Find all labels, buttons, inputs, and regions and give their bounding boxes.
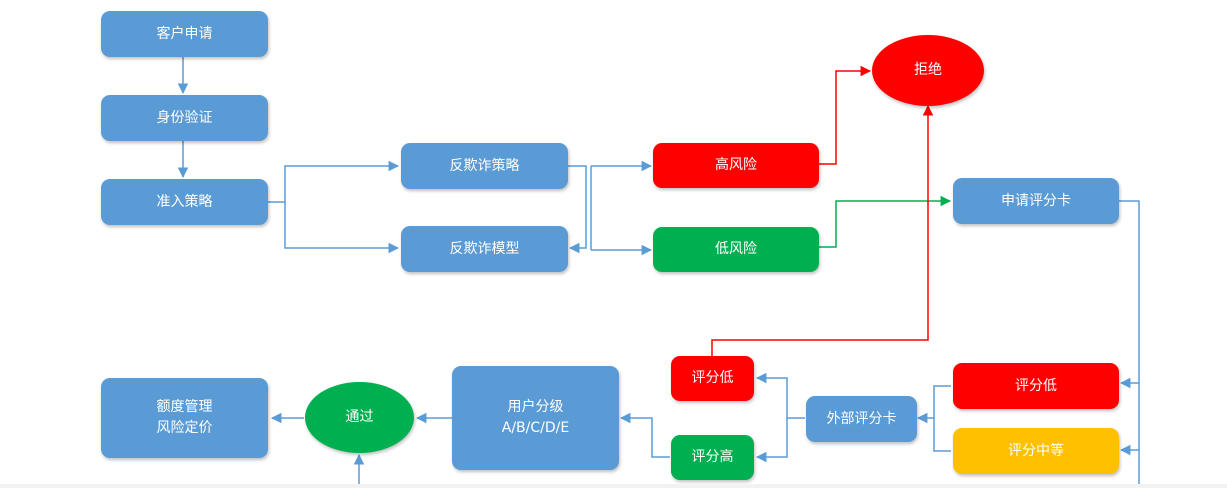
node-external-scorecard: 外部评分卡 [806,396,917,442]
node-label: 拒绝 [914,62,942,78]
node-label: 准入策略 [156,193,213,210]
node-pass: 通过 [305,382,414,453]
node-external-score-medium: 评分中等 [953,428,1119,474]
node-reject: 拒绝 [872,35,984,106]
node-label: 评分低 [691,370,734,386]
node-anti-fraud-model: 反欺诈模型 [401,226,568,272]
node-label: 评分低 [1015,377,1057,394]
node-label-line2: 风险定价 [156,420,213,436]
node-limit-management: 额度管理 风险定价 [101,378,268,458]
node-score-low: 评分低 [671,356,754,401]
arrow-low-risk-to-app-scorecard [819,195,952,248]
node-label: 低风险 [715,241,757,257]
node-admission-strategy: 准入策略 [101,179,268,225]
node-identity-verification: 身份验证 [101,95,268,141]
node-label: 身份验证 [156,109,213,126]
arrow-ext-results-to-ext-scorecard [918,385,951,452]
node-label: 通过 [345,409,374,425]
node-label: 高风险 [715,157,757,173]
node-high-risk: 高风险 [653,143,819,188]
node-user-segmentation: 用户分级 A/B/C/D/E [452,366,619,470]
node-label: 客户申请 [156,25,213,42]
arrow-to-high-risk [590,166,651,250]
arrow-score-low-to-reject [711,104,934,356]
node-score-high: 评分高 [671,435,754,480]
node-label-title: 用户分级 [507,399,564,415]
arrow-high-risk-to-reject [819,65,872,165]
node-low-risk: 低风险 [653,227,819,272]
arrow-score-high-to-segment [619,412,670,458]
page-bottom-edge [0,484,1227,488]
arrow-app-scorecard-to-ext-low [1119,200,1140,488]
arrow-fraud-strategy-to-fraud-model [568,165,587,254]
node-label: 评分高 [691,449,734,465]
node-label: 反欺诈策略 [449,157,520,174]
node-label-grades: A/B/C/D/E [501,420,570,436]
arrow-ext-scorecard-to-score-low [755,372,805,419]
arrow-admission-to-fraud-model [284,202,400,254]
node-anti-fraud-strategy: 反欺诈策略 [401,143,568,189]
node-customer-application: 客户申请 [101,11,268,57]
node-external-score-low: 评分低 [953,363,1119,409]
arrow-admission-to-fraud-strategy [268,160,400,203]
arrow-ext-scorecard-to-score-high [755,418,788,463]
node-application-scorecard: 申请评分卡 [953,178,1119,224]
node-label: 评分中等 [1008,442,1064,459]
node-label: 申请评分卡 [1001,192,1071,209]
node-label: 反欺诈模型 [449,240,520,257]
node-label-line1: 额度管理 [156,399,213,415]
node-label: 外部评分卡 [826,410,897,427]
